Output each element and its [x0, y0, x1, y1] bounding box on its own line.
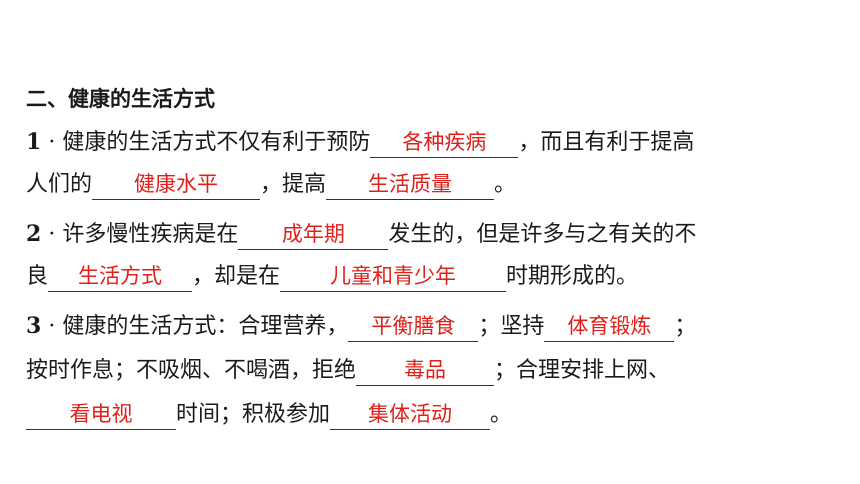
- answer-blank: 看电视: [26, 402, 176, 430]
- question-text: 。: [490, 402, 513, 427]
- answer-blank: 儿童和青少年: [280, 264, 507, 292]
- answer-text: 健康水平: [134, 172, 219, 196]
- question-number: 3: [26, 313, 42, 339]
- question-text: 时期形成的。: [506, 264, 639, 289]
- question-text: 按时作息；不吸烟、不喝酒，拒绝: [26, 358, 357, 383]
- answer-text: 平衡膳食: [371, 314, 456, 338]
- question-text: ，却是在: [192, 264, 281, 289]
- answer-text: 各种疾病: [402, 130, 487, 154]
- question-number: 1: [26, 129, 42, 155]
- question-text: 发生的，但是许多与之有关的不: [388, 222, 697, 247]
- answer-blank: 成年期: [238, 222, 389, 250]
- separator-dot: ·: [48, 130, 56, 155]
- answer-text: 看电视: [69, 402, 133, 426]
- answer-blank: 毒品: [356, 358, 495, 386]
- question-1-line-1: 1 · 健康的生活方式不仅有利于预防 各种疾病 ，而且有利于提高: [26, 127, 694, 158]
- answer-blank: 生活质量: [326, 172, 495, 200]
- question-text: 健康的生活方式不仅有利于预防: [62, 130, 371, 155]
- answer-text: 成年期: [281, 222, 345, 246]
- question-text: ；合理安排上网、: [494, 358, 671, 383]
- question-number: 2: [26, 221, 42, 247]
- answer-text: 儿童和青少年: [330, 264, 457, 288]
- question-text: ，提高: [260, 172, 327, 197]
- question-text: 健康的生活方式：合理营养，: [62, 314, 349, 339]
- question-text: ，而且有利于提高: [518, 130, 695, 155]
- answer-blank: 平衡膳食: [348, 314, 479, 342]
- question-3-line-2: 按时作息；不吸烟、不喝酒，拒绝 毒品 ；合理安排上网、: [26, 356, 670, 386]
- answer-text: 毒品: [404, 358, 447, 382]
- separator-dot: ·: [48, 222, 56, 247]
- answer-text: 集体活动: [368, 402, 453, 426]
- question-3-line-3: 看电视 时间；积极参加 集体活动 。: [26, 400, 512, 430]
- question-text: ；坚持: [478, 314, 545, 339]
- question-text: 人们的: [26, 172, 93, 197]
- question-text: ；: [674, 314, 697, 339]
- answer-text: 生活质量: [368, 172, 453, 196]
- question-text: 许多慢性疾病是在: [62, 222, 239, 247]
- answer-text: 生活方式: [78, 264, 163, 288]
- question-text: 时间；积极参加: [176, 402, 331, 427]
- question-3-line-1: 3 · 健康的生活方式：合理营养， 平衡膳食 ；坚持体育锻炼 ；: [26, 311, 696, 342]
- question-2-line-1: 2 · 许多慢性疾病是在 成年期 发生的，但是许多与之有关的不: [26, 219, 696, 250]
- answer-text: 体育锻炼: [567, 314, 652, 338]
- section-title: 二、健康的生活方式: [26, 87, 215, 111]
- answer-blank: 各种疾病: [370, 130, 519, 158]
- question-text: 良: [26, 264, 49, 289]
- question-2-line-2: 良 生活方式 ，却是在 儿童和青少年 时期形成的。: [26, 262, 638, 292]
- answer-blank: 集体活动: [330, 402, 491, 430]
- question-1-line-2: 人们的 健康水平 ，提高 生活质量 。: [26, 170, 516, 200]
- answer-blank: 体育锻炼: [544, 314, 675, 342]
- separator-dot: ·: [48, 314, 56, 339]
- answer-blank: 健康水平: [92, 172, 261, 200]
- answer-blank: 生活方式: [48, 264, 193, 292]
- question-text: 。: [494, 172, 517, 197]
